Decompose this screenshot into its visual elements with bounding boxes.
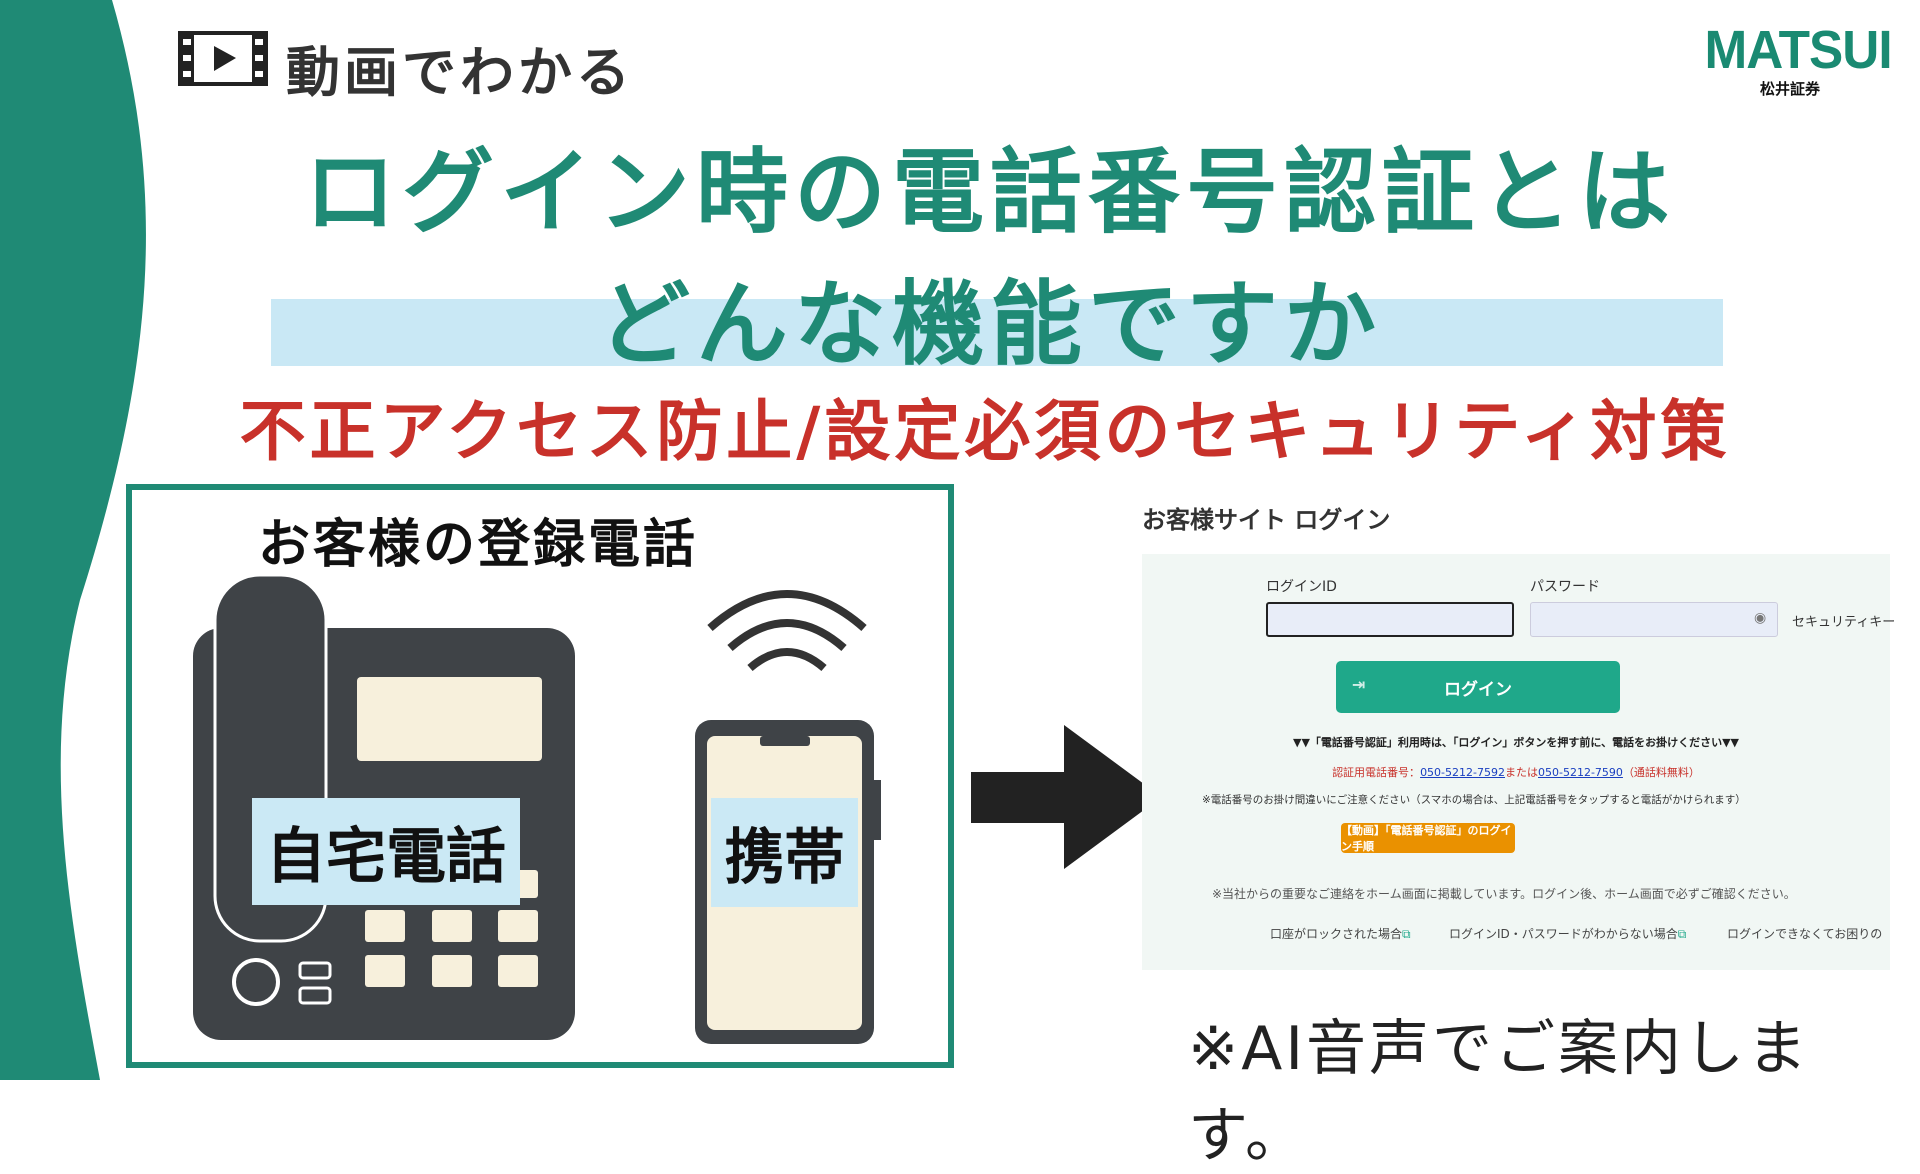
- page-title-line1: ログイン時の電話番号認証とは: [303, 139, 1676, 246]
- login-button[interactable]: ⇥ ログイン: [1336, 661, 1620, 713]
- matsui-logo: MATSUI 松井証券: [1700, 20, 1893, 99]
- notice-call-before-login: ▼▼「電話番号認証」利用時は、「ログイン」ボタンを押す前に、電話をお掛けください…: [1292, 736, 1739, 749]
- illustration-title: お客様の登録電話: [258, 515, 699, 575]
- arrow-right-icon: [967, 717, 1169, 877]
- external-link-icon: ⧉: [1677, 927, 1687, 941]
- show-password-eye-icon[interactable]: ◉: [1754, 610, 1767, 626]
- page-title-line2: どんな機能ですか: [597, 271, 1382, 378]
- illustration-frame: [126, 484, 954, 1068]
- login-arrow-icon: ⇥: [1352, 675, 1366, 694]
- auth-prefix: 認証用電話番号：: [1332, 766, 1421, 779]
- notice-dial-carefully: ※電話番号のお掛け間違いにご注意ください（スマホの場合は、上記電話番号をタップす…: [1202, 794, 1746, 806]
- login-id-input[interactable]: [1266, 602, 1514, 637]
- eyebrow-text: 動画でわかる: [286, 41, 634, 104]
- film-play-icon: [178, 31, 268, 86]
- free-call-text: （通話料無料）: [1622, 766, 1700, 779]
- phone-link-1[interactable]: 050-5212-7592: [1420, 766, 1505, 779]
- password-label: パスワード: [1530, 579, 1600, 595]
- title-highlight-band: [271, 299, 1723, 366]
- subtitle: 不正アクセス防止/設定必須のセキュリティ対策: [239, 393, 1731, 470]
- password-input[interactable]: [1530, 602, 1778, 637]
- teal-wave-decoration: [0, 0, 146, 1080]
- security-key-label: セキュリティキー: [1792, 615, 1896, 630]
- ai-voice-note: ※AI音声でご案内します。: [1188, 1014, 1811, 1171]
- or-text: または: [1505, 766, 1538, 779]
- logo-text: MATSUI: [1704, 20, 1893, 80]
- login-id-label: ログインID: [1266, 579, 1337, 595]
- logo-sub: 松井証券: [1759, 80, 1820, 98]
- login-site-title: お客様サイト ログイン: [1142, 506, 1391, 534]
- phone-link-2[interactable]: 050-5212-7590: [1538, 766, 1623, 779]
- link-cannot-login[interactable]: ログインできなくてお困りの: [1727, 927, 1883, 941]
- login-button-label: ログイン: [1444, 679, 1512, 700]
- auth-phone-numbers: 認証用電話番号：050-5212-7592または050-5212-7590（通話…: [1142, 764, 1890, 780]
- video-guide-button[interactable]: 【動画】「電話番号認証」のログイン手順: [1341, 823, 1515, 853]
- notice-home-screen: ※当社からの重要なご連絡をホーム画面に掲載しています。ログイン後、ホーム画面で必…: [1212, 887, 1796, 901]
- link-account-locked[interactable]: 口座がロックされた場合⧉: [1270, 927, 1411, 941]
- wifi-signal-icon: [707, 590, 867, 672]
- mobile-phone-label: 携帯: [711, 798, 858, 907]
- home-phone-label: 自宅電話: [252, 798, 520, 905]
- link-forgot-id-password[interactable]: ログインID・パスワードがわからない場合⧉: [1449, 927, 1687, 941]
- external-link-icon: ⧉: [1402, 927, 1411, 941]
- login-panel: ログインID パスワード ◉ セキュリティキー ⇥ ログイン ▼▼「電話番号認証…: [1142, 554, 1895, 970]
